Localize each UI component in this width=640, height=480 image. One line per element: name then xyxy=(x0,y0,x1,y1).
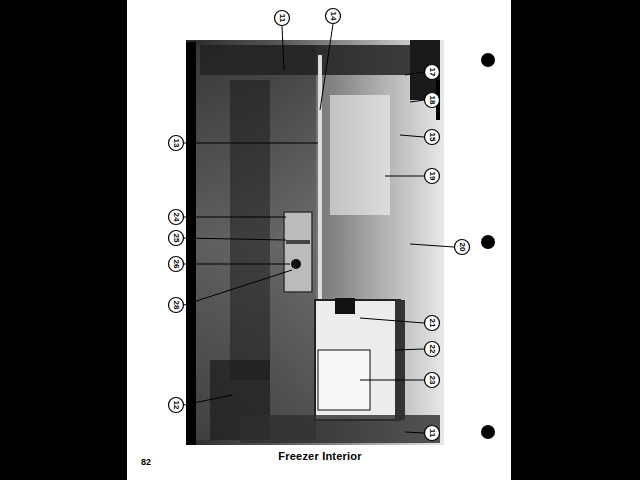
callout-number: 23 xyxy=(428,376,436,385)
callout-number: 17 xyxy=(428,68,436,77)
callout-number: 19 xyxy=(428,172,436,181)
callout-number: 25 xyxy=(172,234,180,243)
callout-number: 20 xyxy=(458,243,466,252)
callout-number: 12 xyxy=(172,401,180,410)
callout-number: 28 xyxy=(172,301,180,310)
callout-number: 24 xyxy=(172,213,180,222)
figure-caption: Freezer Interior xyxy=(278,450,361,462)
callout-number: 18 xyxy=(428,96,436,105)
callout-number: 21 xyxy=(428,319,436,328)
callout-number: 22 xyxy=(428,345,436,354)
callout-number: 11 xyxy=(428,429,436,437)
callout-number: 11 xyxy=(278,14,286,22)
callout-number: 26 xyxy=(172,260,180,269)
callout-number: 14 xyxy=(329,12,337,21)
callout-number: 15 xyxy=(428,133,436,142)
callout-number: 13 xyxy=(172,139,180,148)
page-number: 82 xyxy=(141,457,151,467)
